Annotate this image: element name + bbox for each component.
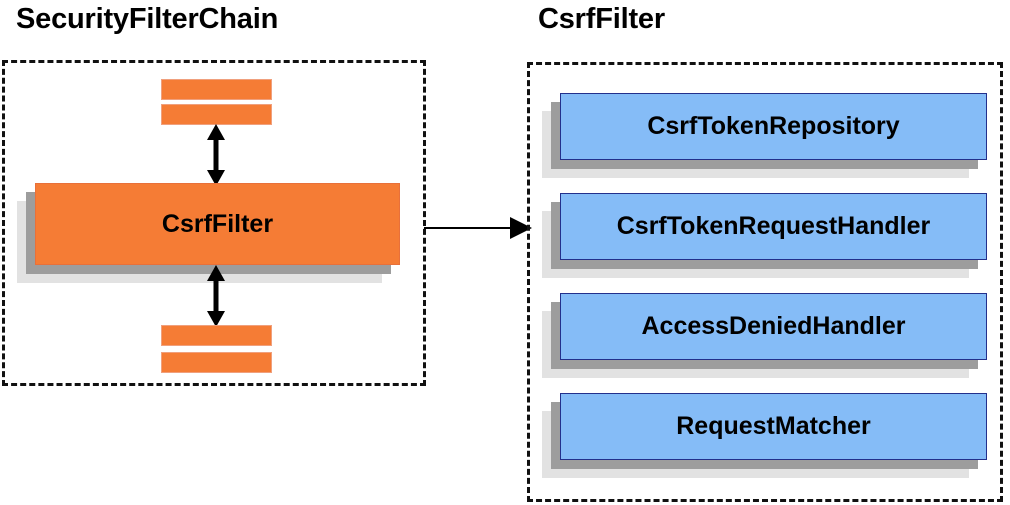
stacked-box-csrf-filter[interactable]: CsrfFilter [17, 183, 400, 283]
stacked-box-access-denied-handler[interactable]: AccessDeniedHandler [542, 293, 987, 378]
connector-arrow-right [424, 217, 532, 239]
stacked-box-label: RequestMatcher [676, 412, 871, 440]
stack-face[interactable]: AccessDeniedHandler [560, 293, 987, 360]
stacked-box-label: CsrfTokenRepository [647, 112, 900, 140]
stacked-box-csrf-token-repository[interactable]: CsrfTokenRepository [542, 93, 987, 178]
filter-bar-top-1 [161, 79, 272, 100]
panel-security-filter-chain [2, 60, 426, 386]
stack-face[interactable]: CsrfFilter [35, 183, 400, 265]
arrow-top-bidirectional [207, 124, 225, 186]
filter-bar-bottom-2 [161, 352, 272, 373]
stacked-box-csrf-token-request-handler[interactable]: CsrfTokenRequestHandler [542, 193, 987, 278]
stack-face[interactable]: RequestMatcher [560, 393, 987, 460]
panel-csrf-filter [527, 62, 1003, 502]
stack-face[interactable]: CsrfTokenRepository [560, 93, 987, 160]
stacked-box-request-matcher[interactable]: RequestMatcher [542, 393, 987, 478]
panel-title-security-filter-chain: SecurityFilterChain [16, 3, 279, 35]
filter-bar-top-2 [161, 104, 272, 125]
stack-face[interactable]: CsrfTokenRequestHandler [560, 193, 987, 260]
filter-bar-bottom-1 [161, 325, 272, 346]
panel-title-csrf-filter: CsrfFilter [538, 3, 665, 35]
arrow-bottom-bidirectional [207, 265, 225, 327]
stacked-box-label: AccessDeniedHandler [641, 312, 906, 340]
stacked-box-label: CsrfTokenRequestHandler [616, 212, 931, 240]
stacked-box-label: CsrfFilter [161, 209, 274, 238]
